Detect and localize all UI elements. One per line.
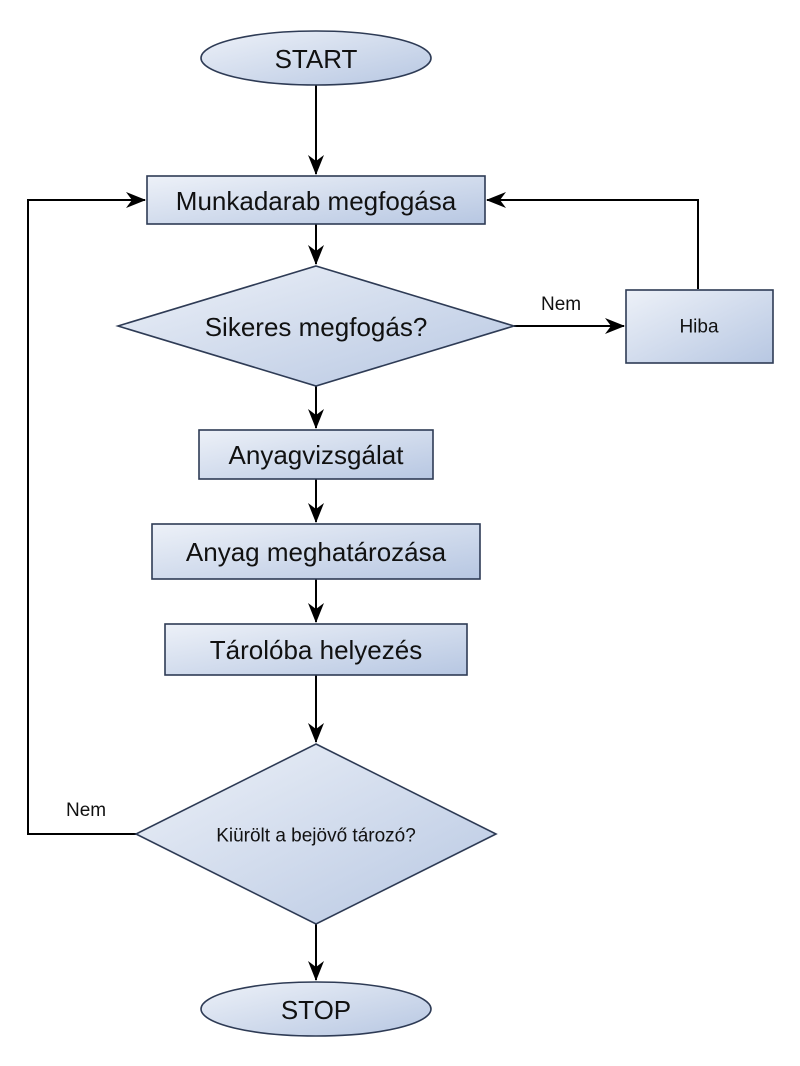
empty-check-decision-diamond xyxy=(134,743,498,925)
arrow-empty-check-no-loop xyxy=(27,192,146,835)
grab-decision-label: Sikeres megfogás? xyxy=(205,312,428,342)
material-test-label: Anyagvizsgálat xyxy=(229,440,405,470)
grab-process-box xyxy=(146,175,486,225)
nodes xyxy=(115,30,774,1037)
start-label: START xyxy=(275,44,358,74)
store-label: Tárolóba helyezés xyxy=(210,635,422,665)
error-label: Hiba xyxy=(679,317,719,338)
start-terminator xyxy=(200,30,432,86)
stop-terminator xyxy=(200,981,432,1037)
material-test-box xyxy=(198,429,434,480)
grab-no-label: Nem xyxy=(541,294,581,315)
node-labels: START Munkadarab megfogása Sikeres megfo… xyxy=(176,44,719,1025)
empty-no-label: Nem xyxy=(66,800,106,821)
grab-decision-diamond xyxy=(115,265,517,387)
arrow-error-back-to-grab xyxy=(486,192,699,289)
edge-labels: Nem Nem xyxy=(66,294,581,821)
error-process-box xyxy=(625,289,774,364)
stop-label: STOP xyxy=(281,995,351,1025)
grab-label: Munkadarab megfogása xyxy=(176,186,457,216)
store-process-box xyxy=(164,623,468,676)
empty-check-label: Kiürölt a bejövő tározó? xyxy=(216,826,416,847)
connectors xyxy=(27,85,699,981)
material-identify-label: Anyag meghatározása xyxy=(186,537,447,567)
material-identify-box xyxy=(151,523,481,580)
